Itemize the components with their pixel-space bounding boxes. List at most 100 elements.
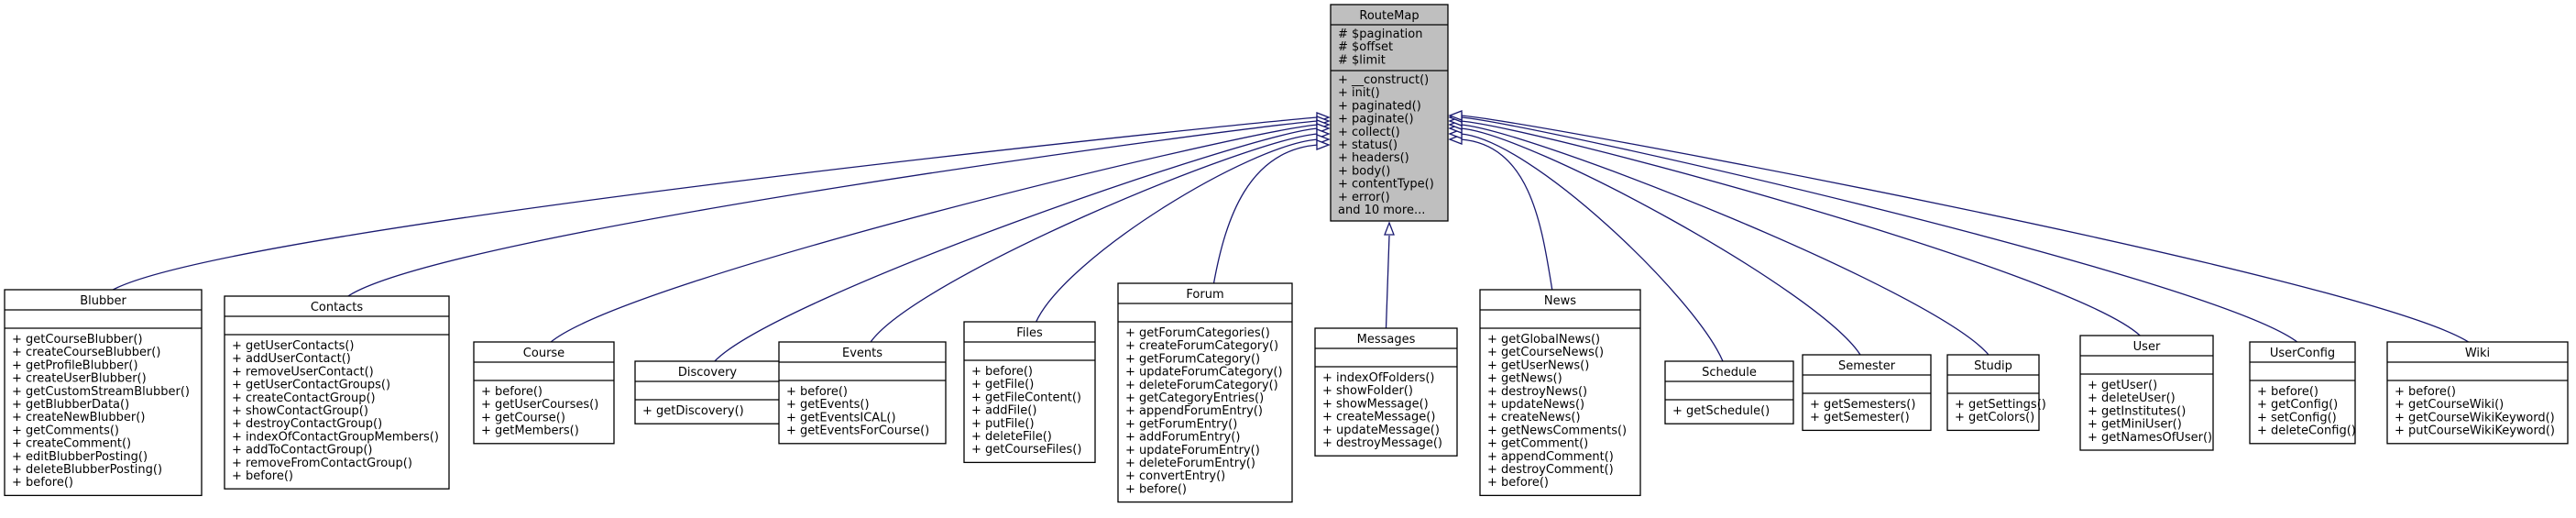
class-method: + removeUserContact() bbox=[232, 365, 374, 379]
class-routemap[interactable]: RouteMap# $pagination# $offset# $limit+ … bbox=[1330, 4, 1449, 222]
class-method: + getProfileBlubber() bbox=[12, 358, 138, 372]
inheritance-arrowhead bbox=[1448, 110, 1463, 121]
class-method: + createCourseBlubber() bbox=[12, 346, 160, 359]
class-method: + getEventsForCourse() bbox=[786, 424, 929, 438]
class-method: + error() bbox=[1338, 191, 1390, 204]
class-name-studip: Studip bbox=[1974, 359, 2012, 373]
inheritance-edge bbox=[112, 116, 1319, 291]
class-method: + getCourseNews() bbox=[1487, 346, 1604, 359]
class-forum[interactable]: Forum+ getForumCategories()+ createForum… bbox=[1117, 282, 1293, 503]
class-wiki[interactable]: Wiki+ before()+ getCourseWiki()+ getCour… bbox=[2386, 341, 2569, 445]
class-events[interactable]: Events+ before()+ getEvents()+ getEvents… bbox=[778, 341, 947, 445]
class-method: + getEvents() bbox=[786, 398, 870, 412]
class-name-events: Events bbox=[842, 347, 882, 360]
class-studip[interactable]: Studip+ getSettings()+ getColors() bbox=[1946, 354, 2046, 432]
class-method: + deleteForumCategory() bbox=[1125, 379, 1278, 392]
class-name-semester: Semester bbox=[1838, 359, 1896, 373]
class-method: + getCourseBlubber() bbox=[12, 333, 143, 347]
class-method: + createMessage() bbox=[1322, 411, 1435, 424]
class-discovery[interactable]: Discovery + getDiscovery() bbox=[634, 360, 781, 424]
inheritance-edge bbox=[1460, 124, 1990, 356]
inheritance-edge bbox=[1460, 127, 1861, 356]
class-method: + deleteForumEntry() bbox=[1125, 457, 1255, 470]
class-method: + paginated() bbox=[1338, 99, 1421, 113]
class-method: + getUserContacts() bbox=[232, 339, 355, 353]
class-box bbox=[224, 295, 450, 490]
inheritance-edges bbox=[112, 110, 2469, 362]
class-box bbox=[1117, 282, 1293, 503]
class-method: + setConfig() bbox=[2257, 411, 2337, 424]
class-schedule[interactable]: Schedule+ getSchedule() bbox=[1664, 360, 1794, 424]
class-method: + getConfig() bbox=[2257, 398, 2338, 412]
class-box bbox=[2386, 341, 2569, 445]
class-box bbox=[4, 289, 203, 497]
class-method: + destroyMessage() bbox=[1322, 436, 1442, 450]
class-box bbox=[1664, 360, 1794, 424]
class-method: + getFileContent() bbox=[971, 391, 1081, 404]
class-name-userconfig: UserConfig bbox=[2270, 347, 2335, 360]
class-name-schedule: Schedule bbox=[1702, 366, 1757, 380]
class-name-blubber: Blubber bbox=[80, 294, 126, 308]
class-method: + createNewBlubber() bbox=[12, 411, 145, 424]
class-course[interactable]: Course+ before()+ getUserCourses()+ getC… bbox=[473, 341, 615, 445]
class-method: + updateNews() bbox=[1487, 398, 1584, 412]
class-method: + before() bbox=[1125, 482, 1187, 496]
class-method: + getCourse() bbox=[481, 411, 565, 424]
class-messages[interactable]: Messages+ indexOfFolders()+ showFolder()… bbox=[1314, 327, 1458, 457]
class-box bbox=[778, 341, 947, 445]
class-method: + createNews() bbox=[1487, 411, 1581, 424]
class-semester[interactable]: Semester+ getSemesters()+ getSemester() bbox=[1802, 354, 1932, 432]
class-method: + getDiscovery() bbox=[642, 404, 744, 418]
class-method: + getCustomStreamBlubber() bbox=[12, 385, 190, 399]
inheritance-edge bbox=[714, 127, 1319, 362]
class-method: + getMembers() bbox=[481, 424, 579, 438]
class-attribute: # $limit bbox=[1338, 53, 1386, 67]
class-blubber[interactable]: Blubber + getCourseBlubber()+ createCours… bbox=[4, 289, 203, 497]
inheritance-edge bbox=[1460, 138, 1553, 291]
class-method: + status() bbox=[1338, 138, 1398, 152]
class-method: + addUserContact() bbox=[232, 352, 351, 366]
class-method: + before() bbox=[971, 365, 1033, 379]
class-method: + paginate() bbox=[1338, 113, 1414, 127]
class-box bbox=[473, 341, 615, 445]
class-method: + updateForumCategory() bbox=[1125, 366, 1283, 380]
class-method: + getUser() bbox=[2088, 379, 2157, 392]
class-method: + before() bbox=[232, 469, 293, 483]
inheritance-edge bbox=[1385, 235, 1390, 329]
class-method: + destroyComment() bbox=[1487, 463, 1614, 477]
class-name-discovery: Discovery bbox=[678, 366, 738, 380]
class-box bbox=[634, 360, 781, 424]
class-method: + appendForumEntry() bbox=[1125, 404, 1263, 418]
class-method: + showContactGroup() bbox=[232, 404, 368, 418]
class-method: + before() bbox=[2257, 385, 2318, 399]
class-method: + removeFromContactGroup() bbox=[232, 457, 412, 470]
class-method: + destroyContactGroup() bbox=[232, 417, 382, 431]
class-user[interactable]: User+ getUser()+ deleteUser()+ getInstit… bbox=[2079, 335, 2214, 451]
inheritance-edge bbox=[1460, 116, 2298, 343]
class-method: + getSettings() bbox=[1955, 398, 2046, 412]
class-method: + getGlobalNews() bbox=[1487, 333, 1600, 347]
inheritance-edge bbox=[550, 124, 1319, 343]
class-userconfig[interactable]: UserConfig + before()+ getConfig()+ setCo… bbox=[2249, 341, 2356, 445]
class-method: + getComment() bbox=[1487, 437, 1588, 451]
class-news[interactable]: News+ getGlobalNews()+ getCourseNews()+ … bbox=[1479, 289, 1641, 497]
class-method: + getNamesOfUser() bbox=[2088, 431, 2212, 445]
class-method: + getSemesters() bbox=[1810, 398, 1915, 412]
class-files[interactable]: Files+ before()+ getFile()+ getFileConte… bbox=[963, 321, 1096, 464]
class-method: + indexOfContactGroupMembers() bbox=[232, 430, 439, 444]
class-method: + contentType() bbox=[1338, 178, 1434, 192]
class-method: + getBlubberData() bbox=[12, 398, 129, 412]
class-method: + before() bbox=[12, 476, 73, 490]
inheritance-edge bbox=[1212, 144, 1319, 284]
class-method: + before() bbox=[481, 385, 543, 399]
class-method: + before() bbox=[1487, 476, 1549, 490]
subclass-nodes: Blubber + getCourseBlubber()+ createCours… bbox=[4, 282, 2569, 503]
class-method: + createForumCategory() bbox=[1125, 339, 1278, 353]
class-name-messages: Messages bbox=[1357, 333, 1416, 347]
class-method: + indexOfFolders() bbox=[1322, 371, 1435, 385]
inheritance-edge bbox=[1460, 120, 2141, 336]
class-method: + convertEntry() bbox=[1125, 469, 1225, 483]
class-method: + addToContactGroup() bbox=[232, 444, 372, 457]
class-contacts[interactable]: Contacts+ getUserContacts()+ addUserCont… bbox=[224, 295, 450, 490]
class-method: + body() bbox=[1338, 164, 1390, 178]
